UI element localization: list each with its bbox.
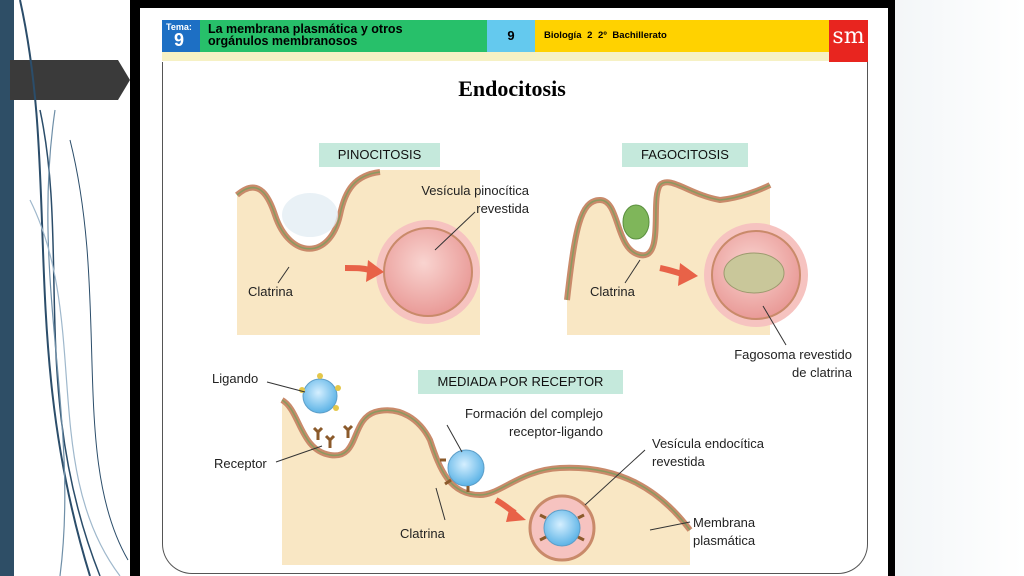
- phagocytosis-panel: [564, 179, 808, 346]
- tema-number: 9: [174, 30, 185, 50]
- label-pinocytosis: PINOCITOSIS: [319, 143, 440, 167]
- annotation-endocytic-vesicle: Vesícula endocítica revestida: [652, 436, 765, 469]
- tema-label: Tema:: [166, 22, 192, 32]
- tema-badge: Tema: 9: [162, 20, 200, 52]
- page-title: Endocitosis: [458, 76, 566, 101]
- left-decoration: [0, 0, 130, 576]
- unit-title: La membrana plasmática y otros orgánulos…: [200, 20, 487, 52]
- annotation-clathrin-pino: Clatrina: [248, 284, 293, 299]
- annotation-phagosome: Fagosoma revestido de clatrina: [734, 347, 852, 380]
- annotation-plasma-membrane: Membrana plasmática: [693, 515, 756, 548]
- annotation-clathrin-fago: Clatrina: [590, 284, 635, 299]
- content-frame: [162, 62, 868, 574]
- unit-title-line2: orgánulos membranosos: [208, 34, 358, 48]
- publisher-logo: sm: [829, 20, 868, 62]
- annotation-complex-formation: Formación del complejo receptor-ligando: [464, 406, 603, 439]
- course-label: Biología 2 2º Bachillerato: [535, 20, 829, 52]
- header-strip: [162, 52, 829, 61]
- annotation-receptor: Receptor: [214, 456, 267, 471]
- unit-title-line1: La membrana plasmática y otros: [208, 22, 403, 36]
- label-phagocytosis: FAGOCITOSIS: [622, 143, 748, 167]
- receptor-mediated-panel: [266, 373, 693, 565]
- annotation-clathrin-receptor: Clatrina: [400, 526, 445, 541]
- page-number: 9: [487, 20, 535, 52]
- pinocytosis-panel: [235, 169, 480, 335]
- annotation-ligand: Ligando: [212, 371, 259, 386]
- annotation-pinocytic-vesicle: Vesícula pinocítica revestida: [421, 183, 529, 216]
- label-receptor-mediated: MEDIADA POR RECEPTOR: [418, 370, 623, 394]
- right-decoration: [895, 0, 1024, 576]
